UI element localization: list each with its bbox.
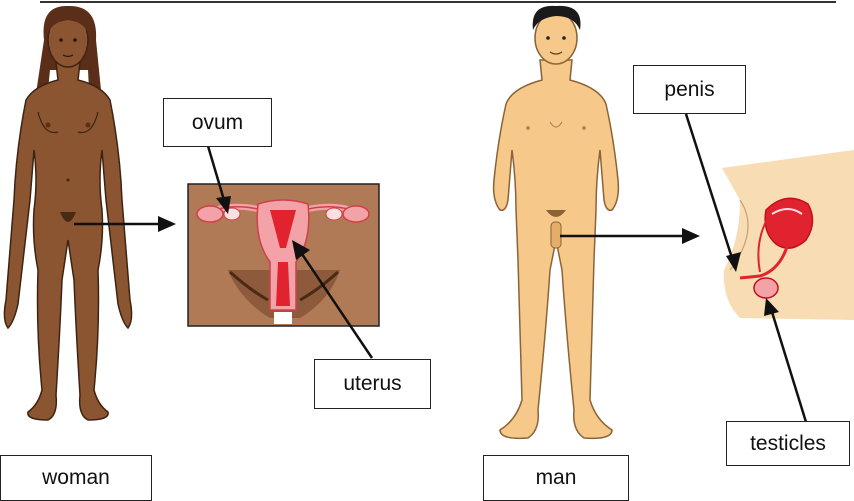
label-testicles: testicles xyxy=(726,421,850,466)
label-uterus-text: uterus xyxy=(343,372,401,396)
arrow-woman-to-uterus-head xyxy=(158,216,176,232)
man-figure xyxy=(494,6,619,438)
arrows xyxy=(74,114,806,422)
label-penis: penis xyxy=(633,65,746,114)
label-man-text: man xyxy=(536,466,577,490)
uterus-panel xyxy=(188,184,379,326)
arrow-man-to-organs-head xyxy=(682,228,700,244)
label-man: man xyxy=(483,455,629,501)
label-ovum: ovum xyxy=(163,98,272,147)
woman-figure xyxy=(4,6,131,420)
label-testicles-text: testicles xyxy=(750,432,826,456)
label-woman-text: woman xyxy=(42,466,110,490)
male-organ-panel xyxy=(722,150,854,320)
label-uterus: uterus xyxy=(314,359,431,409)
label-penis-text: penis xyxy=(664,78,714,102)
label-woman: woman xyxy=(0,455,152,501)
label-ovum-text: ovum xyxy=(192,111,243,135)
arrow-testicles xyxy=(772,312,806,422)
